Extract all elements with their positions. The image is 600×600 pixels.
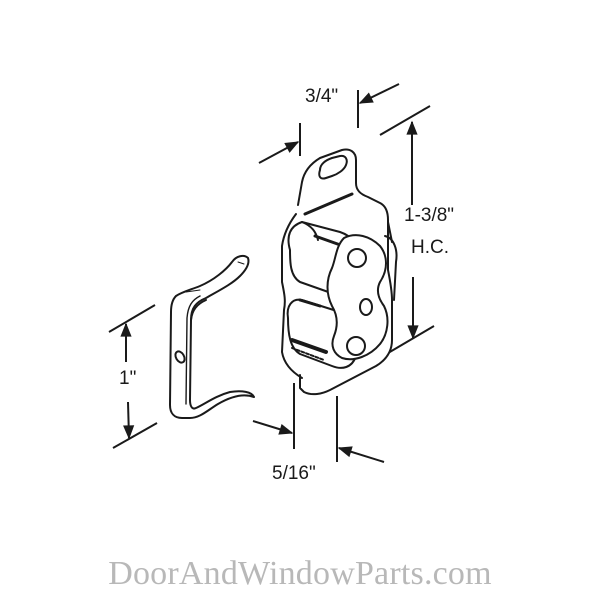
- hole-center-dimension-label: 1-3/8": [404, 205, 455, 226]
- strike-height-dimension: [108, 304, 158, 449]
- hole-center-abbreviation: H.C.: [411, 237, 449, 258]
- watermark: DoorAndWindowParts.com: [108, 555, 492, 592]
- strike-part: [169, 254, 255, 419]
- width-dimension: [258, 83, 400, 164]
- width-dimension-label: 3/4": [305, 86, 339, 107]
- depth-dimension: [252, 383, 385, 463]
- roller-catch-part: [281, 148, 398, 396]
- hole-center-dimension: [379, 105, 435, 357]
- depth-dimension-label: 5/16": [272, 463, 316, 484]
- strike-height-dimension-label: 1": [119, 368, 137, 389]
